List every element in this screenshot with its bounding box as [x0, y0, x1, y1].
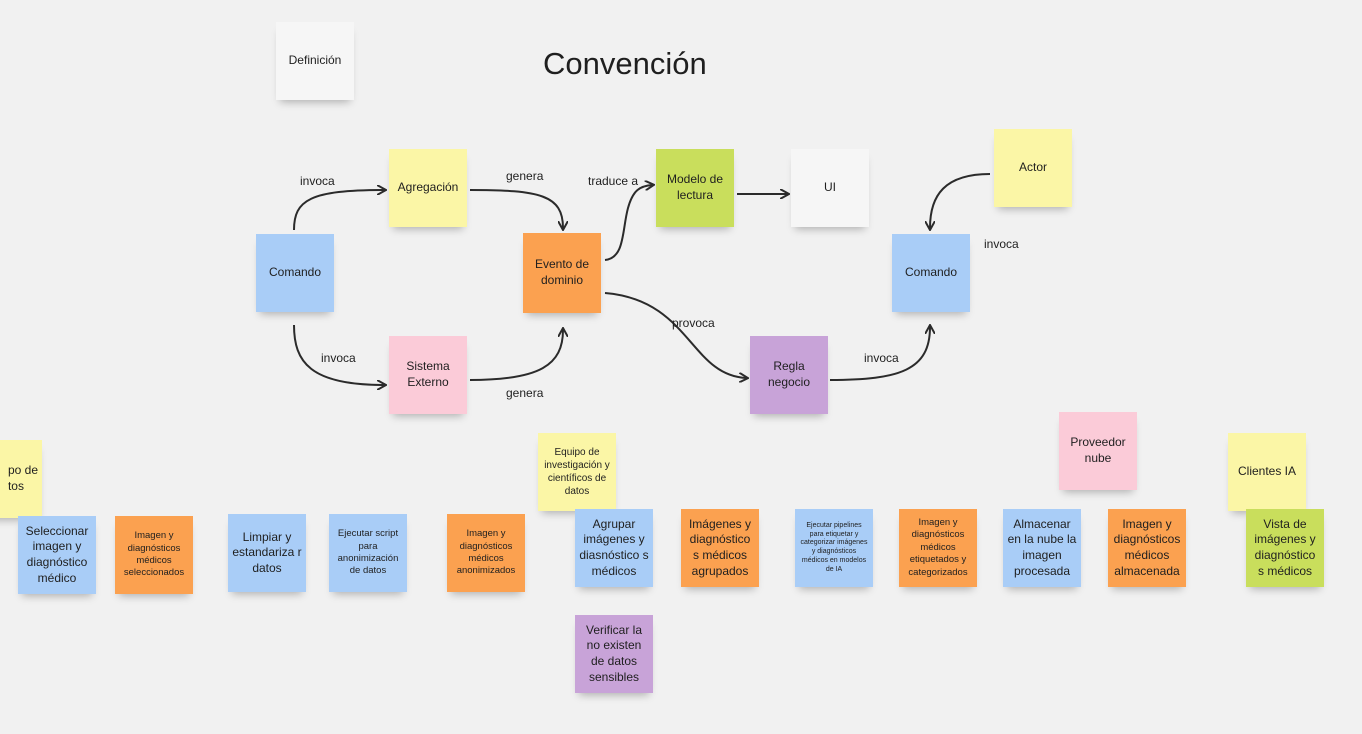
arrow-agregacion-evento: [469, 189, 563, 228]
sticky-text: Imagen y diagnósticos médicos anonimizad…: [456, 528, 516, 577]
label-invoca-bottom: invoca: [321, 351, 356, 365]
sticky-imagen-seleccionados[interactable]: Imagen y diagnósticos médicos selecciona…: [115, 516, 193, 594]
sticky-text: Actor: [1018, 160, 1047, 175]
arrow-sistema-evento: [469, 330, 563, 381]
label-traduce-a: traduce a: [588, 174, 639, 188]
arrow-comando-agregacion: [293, 190, 384, 231]
sticky-text: Vista de imágenes y diagnóstico s médico…: [1254, 516, 1316, 578]
sticky-text: po de tos: [7, 463, 38, 493]
sticky-text: Imagen y diagnósticos médicos selecciona…: [123, 530, 185, 579]
sticky-text: Verificar la no existen de datos sensibl…: [585, 622, 643, 684]
sticky-text: Ejecutar pipelines para etiquetar y cate…: [800, 521, 868, 573]
sticky-almacenar-nube[interactable]: Almacenar en la nube la imagen procesada: [1003, 509, 1081, 587]
sticky-text: Imagen y diagnósticos médicos etiquetado…: [908, 517, 968, 578]
arrow-evento-modelo: [604, 185, 652, 261]
sticky-text: Evento de dominio: [534, 257, 590, 287]
sticky-text: Agregación: [397, 180, 459, 195]
sticky-text: Seleccionar imagen y diagnóstico médico: [25, 523, 89, 585]
sticky-agrupar-imagenes[interactable]: Agrupar imágenes y diasnóstico s médicos: [575, 509, 653, 587]
sticky-text: Modelo de lectura: [666, 172, 724, 202]
arrow-evento-regla: [604, 292, 746, 378]
sticky-clientes-ia[interactable]: Clientes IA: [1228, 433, 1306, 511]
sticky-verificar[interactable]: Verificar la no existen de datos sensibl…: [575, 615, 653, 693]
sticky-agregacion[interactable]: Agregación: [389, 149, 467, 227]
sticky-text: Definición: [288, 53, 342, 68]
sticky-ui[interactable]: UI: [791, 149, 869, 227]
arrow-comando-sistema: [293, 324, 384, 385]
sticky-imagenes-agrupados[interactable]: Imágenes y diagnóstico s médicos agrupad…: [681, 509, 759, 587]
sticky-equipo-investigacion[interactable]: Equipo de investigación y científicos de…: [538, 433, 616, 511]
sticky-text: Comando: [268, 265, 322, 280]
sticky-actor[interactable]: Actor: [994, 129, 1072, 207]
sticky-text: Imagen y diagnósticos médicos almacenada: [1113, 516, 1181, 578]
label-invoca-regla: invoca: [864, 351, 899, 365]
sticky-sistema-externo[interactable]: Sistema Externo: [389, 336, 467, 414]
label-invoca-top: invoca: [300, 174, 335, 188]
sticky-regla-negocio[interactable]: Regla negocio: [750, 336, 828, 414]
label-provoca: provoca: [672, 316, 715, 330]
sticky-text: Limpiar y estandariza r datos: [232, 529, 302, 575]
sticky-comando-left[interactable]: Comando: [256, 234, 334, 312]
arrow-regla-comando: [829, 327, 930, 381]
sticky-text: Sistema Externo: [406, 359, 450, 389]
sticky-text: Comando: [904, 265, 958, 280]
sticky-text: Almacenar en la nube la imagen procesada: [1007, 516, 1077, 578]
sticky-limpiar-datos[interactable]: Limpiar y estandariza r datos: [228, 514, 306, 592]
sticky-text: Imágenes y diagnóstico s médicos agrupad…: [688, 516, 752, 578]
arrow-actor-comando: [930, 173, 991, 228]
sticky-proveedor-nube[interactable]: Proveedor nube: [1059, 412, 1137, 490]
sticky-vista-imagenes[interactable]: Vista de imágenes y diagnóstico s médico…: [1246, 509, 1324, 587]
sticky-evento-dominio[interactable]: Evento de dominio: [523, 233, 601, 313]
sticky-text: Equipo de investigación y científicos de…: [544, 447, 610, 497]
sticky-imagen-anonimizados[interactable]: Imagen y diagnósticos médicos anonimizad…: [447, 514, 525, 592]
sticky-text: Ejecutar script para anonimización de da…: [337, 528, 399, 577]
sticky-ejecutar-script[interactable]: Ejecutar script para anonimización de da…: [329, 514, 407, 592]
sticky-seleccionar-imagen[interactable]: Seleccionar imagen y diagnóstico médico: [18, 516, 96, 594]
sticky-equipo-datos-partial[interactable]: po de tos: [0, 440, 42, 518]
sticky-imagen-etiquetados[interactable]: Imagen y diagnósticos médicos etiquetado…: [899, 509, 977, 587]
page-title: Convención: [543, 46, 707, 81]
sticky-ejecutar-pipelines[interactable]: Ejecutar pipelines para etiquetar y cate…: [795, 509, 873, 587]
sticky-text: Proveedor nube: [1070, 435, 1126, 465]
sticky-comando-right[interactable]: Comando: [892, 234, 970, 312]
sticky-text: Clientes IA: [1237, 464, 1297, 479]
label-genera-bottom: genera: [506, 386, 544, 400]
sticky-imagen-almacenada[interactable]: Imagen y diagnósticos médicos almacenada: [1108, 509, 1186, 587]
sticky-text: Agrupar imágenes y diasnóstico s médicos: [579, 516, 649, 578]
label-invoca-actor: invoca: [984, 237, 1019, 251]
sticky-modelo-lectura[interactable]: Modelo de lectura: [656, 149, 734, 227]
sticky-definicion[interactable]: Definición: [276, 22, 354, 100]
sticky-text: UI: [824, 180, 836, 195]
label-genera-top: genera: [506, 169, 544, 183]
sticky-text: Regla negocio: [767, 359, 811, 389]
